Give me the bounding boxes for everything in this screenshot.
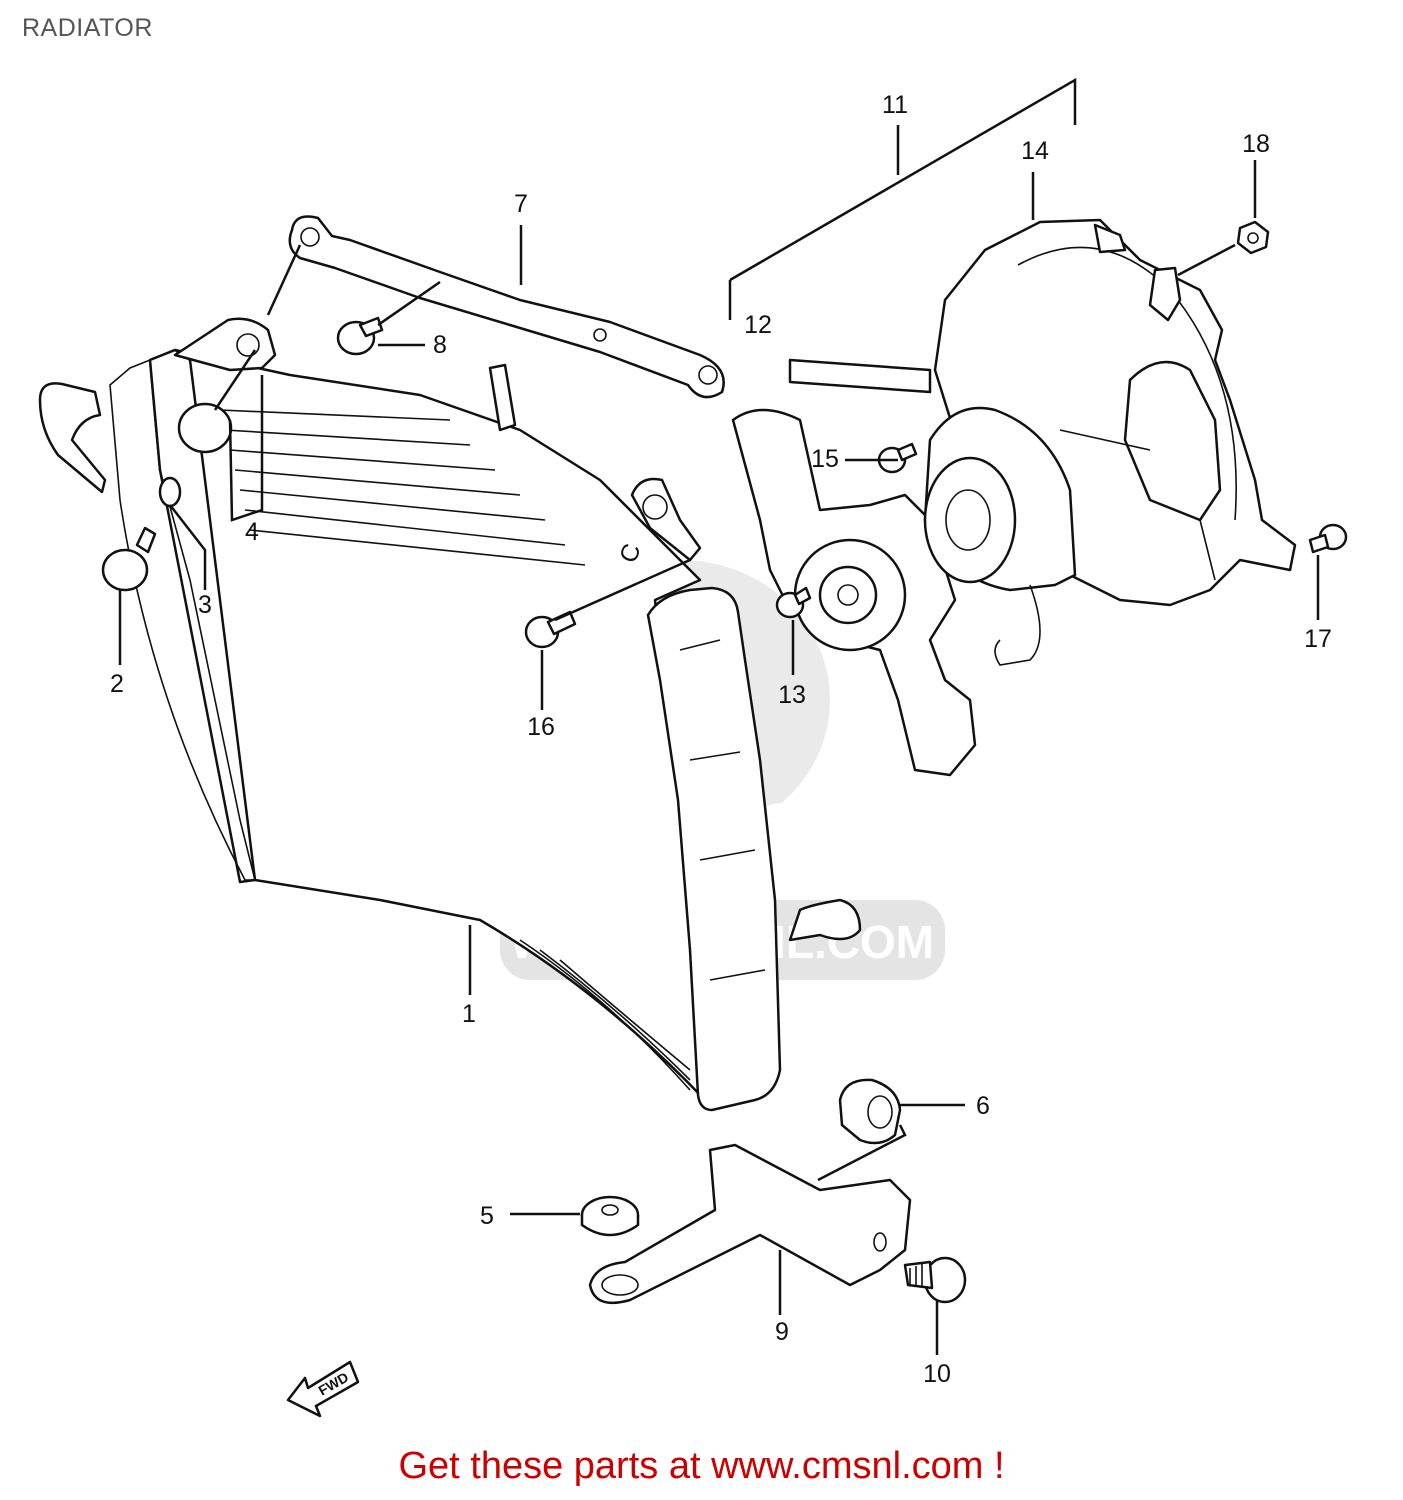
label-part-4: 4 <box>245 518 259 546</box>
part-8-bolt[interactable] <box>336 316 384 356</box>
label-part-17: 17 <box>1304 625 1332 653</box>
label-part-13: 13 <box>778 681 806 709</box>
part-5-cushion[interactable] <box>580 1195 640 1237</box>
label-part-12: 12 <box>744 311 772 339</box>
part-10-bolt[interactable] <box>903 1256 967 1304</box>
label-part-11: 11 <box>882 91 908 119</box>
part-1-radiator[interactable] <box>38 317 862 1112</box>
label-part-14: 14 <box>1021 137 1049 165</box>
part-17-bolt[interactable] <box>1308 523 1348 554</box>
part-9-bracket[interactable] <box>588 1143 912 1305</box>
label-part-16: 16 <box>527 713 555 741</box>
forward-arrow-icon: FWD <box>286 1360 360 1418</box>
footer-link[interactable]: Get these parts at www.cmsnl.com ! <box>398 1445 1005 1487</box>
leader-lines <box>118 77 1320 1355</box>
label-part-10: 10 <box>923 1360 951 1388</box>
part-15-screw[interactable] <box>877 442 918 474</box>
label-part-2: 2 <box>110 670 124 698</box>
page-title: RADIATOR <box>22 14 153 42</box>
label-part-15: 15 <box>811 445 839 473</box>
label-part-7: 7 <box>514 190 528 218</box>
part-6-cushion[interactable] <box>838 1078 902 1145</box>
fan-motor[interactable] <box>923 406 1077 666</box>
part-18-nut[interactable] <box>1236 220 1270 255</box>
label-part-9: 9 <box>775 1318 789 1346</box>
part-12-fan-blade[interactable] <box>731 408 977 777</box>
label-part-18: 18 <box>1242 130 1270 158</box>
label-part-3: 3 <box>198 591 212 619</box>
label-part-8: 8 <box>433 331 447 359</box>
label-part-1: 1 <box>462 1000 476 1028</box>
label-part-6: 6 <box>976 1092 990 1120</box>
part-number-labels: 1 2 3 4 5 6 7 8 9 10 11 12 13 14 15 16 1… <box>110 91 1332 1388</box>
part-2-bolt[interactable] <box>101 526 157 592</box>
part-13-screw[interactable] <box>775 586 812 619</box>
label-part-5: 5 <box>480 1202 494 1230</box>
part-7-bracket[interactable] <box>288 215 725 399</box>
